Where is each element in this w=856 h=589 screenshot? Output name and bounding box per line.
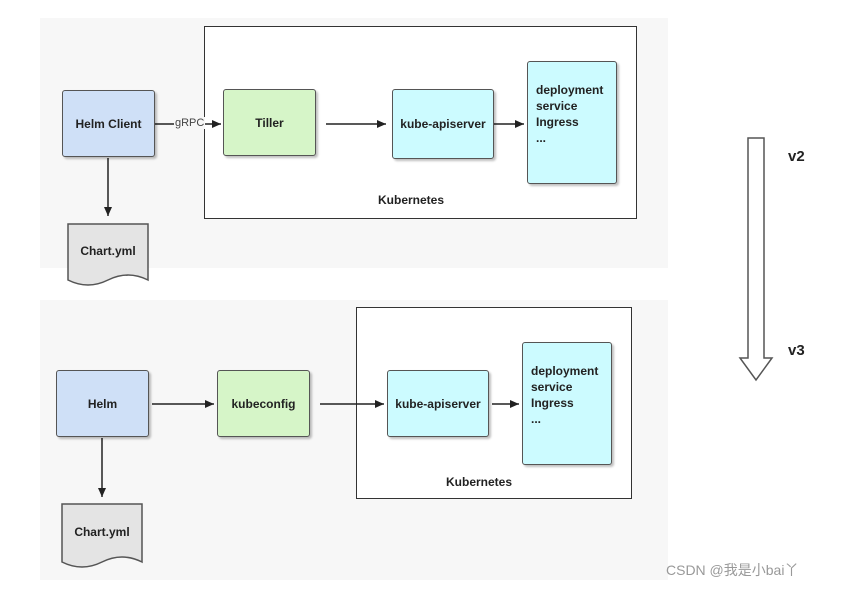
v2-resource-service: service [536,99,578,113]
v3-resources-node: deployment service Ingress ... [522,342,612,465]
v2-resource-more: ... [536,131,547,145]
v2-resource-deployment: deployment [536,83,604,97]
v3-kube-apiserver-node: kube-apiserver [387,370,489,437]
v2-resource-ingress: Ingress [536,115,579,129]
v2-resources-node: deployment service Ingress ... [527,61,617,184]
helm-client-node: Helm Client [62,90,155,157]
kubeconfig-node: kubeconfig [217,370,310,437]
helm-node: Helm [56,370,149,437]
version-to-label: v3 [788,342,805,359]
version-down-arrow [738,137,774,382]
grpc-label: gRPC [174,117,206,129]
v3-resource-service: service [531,380,573,394]
v3-chart-document-shape [61,503,143,568]
version-from-label: v2 [788,148,805,165]
v2-chart-document-shape [67,223,149,286]
v3-resource-more: ... [531,412,542,426]
v3-resource-ingress: Ingress [531,396,574,410]
v3-resource-deployment: deployment [531,364,599,378]
v3-kubernetes-label: Kubernetes [446,475,513,489]
v3-chart-label: Chart.yml [74,525,129,539]
v2-kube-apiserver-node: kube-apiserver [392,89,494,159]
tiller-node: Tiller [223,89,316,156]
csdn-watermark: CSDN @我是小bai丫 [666,562,799,578]
v2-kubernetes-label: Kubernetes [378,193,445,207]
v2-chart-label: Chart.yml [80,244,135,258]
